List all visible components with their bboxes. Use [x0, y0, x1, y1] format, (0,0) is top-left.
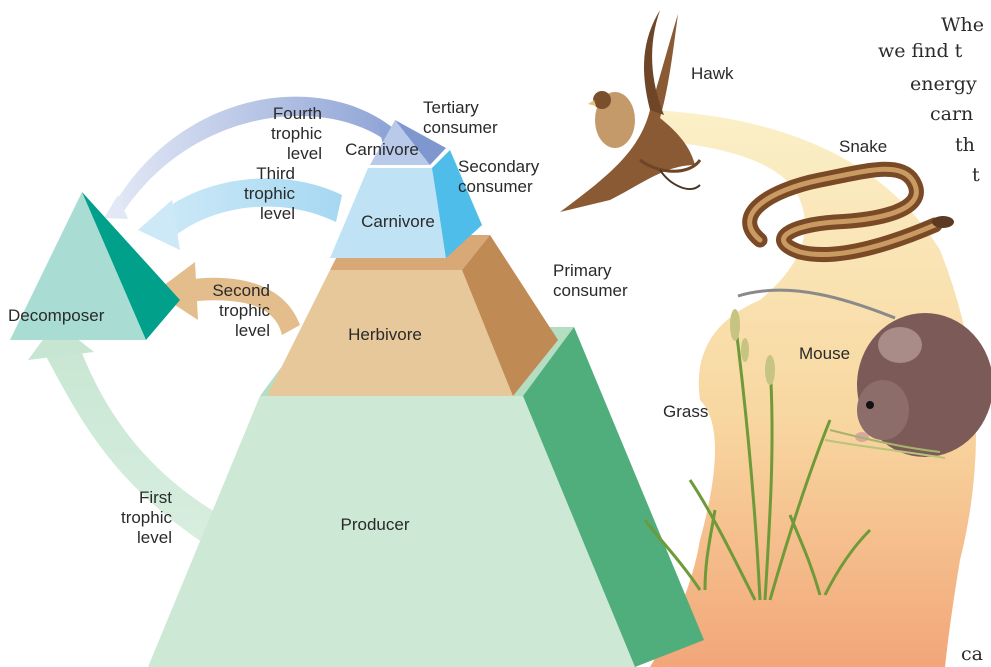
third-trophic-label: Third trophic level	[203, 164, 295, 224]
mouse-label: Mouse	[799, 344, 850, 364]
snake-label: Snake	[839, 137, 887, 157]
prose-line-6: t	[972, 163, 980, 188]
prose-line-7: ca	[961, 642, 983, 667]
first-trophic-line-1: First	[80, 488, 172, 508]
hawk-illustration	[560, 10, 700, 212]
prose-line-2: we find t	[878, 39, 962, 64]
decomposer-label: Decomposer	[8, 306, 104, 326]
primary-consumer-label: Primary consumer	[553, 261, 628, 301]
grass-label: Grass	[663, 402, 708, 422]
third-trophic-line-3: level	[203, 204, 295, 224]
secondary-consumer-line-1: Secondary	[458, 157, 539, 177]
prose-line-1: Whe	[941, 13, 984, 38]
primary-consumer-line-1: Primary	[553, 261, 628, 281]
first-trophic-line-2: trophic	[80, 508, 172, 528]
second-trophic-line-1: Second	[178, 281, 270, 301]
third-trophic-line-2: trophic	[203, 184, 295, 204]
fourth-trophic-label: Fourth trophic level	[230, 104, 322, 164]
third-trophic-line-1: Third	[203, 164, 295, 184]
fourth-trophic-line-3: level	[230, 144, 322, 164]
herbivore-label: Herbivore	[330, 325, 440, 345]
fourth-trophic-line-1: Fourth	[230, 104, 322, 124]
second-trophic-line-3: level	[178, 321, 270, 341]
prose-line-3: energy	[910, 72, 977, 97]
second-trophic-label: Second trophic level	[178, 281, 270, 341]
hawk-label: Hawk	[691, 64, 734, 84]
first-trophic-label: First trophic level	[80, 488, 172, 548]
prose-line-5: th	[955, 133, 975, 158]
secondary-consumer-line-2: consumer	[458, 177, 539, 197]
carnivore-secondary-label: Carnivore	[343, 212, 453, 232]
prose-line-4: carn	[930, 102, 973, 127]
carnivore-tertiary-label: Carnivore	[342, 140, 422, 160]
second-trophic-line-2: trophic	[178, 301, 270, 321]
secondary-consumer-label: Secondary consumer	[458, 157, 539, 197]
producer-label: Producer	[320, 515, 430, 535]
fourth-trophic-line-2: trophic	[230, 124, 322, 144]
tertiary-consumer-line-2: consumer	[423, 118, 498, 138]
primary-consumer-line-2: consumer	[553, 281, 628, 301]
first-trophic-line-3: level	[80, 528, 172, 548]
tertiary-consumer-label: Tertiary consumer	[423, 98, 498, 138]
tertiary-consumer-line-1: Tertiary	[423, 98, 498, 118]
